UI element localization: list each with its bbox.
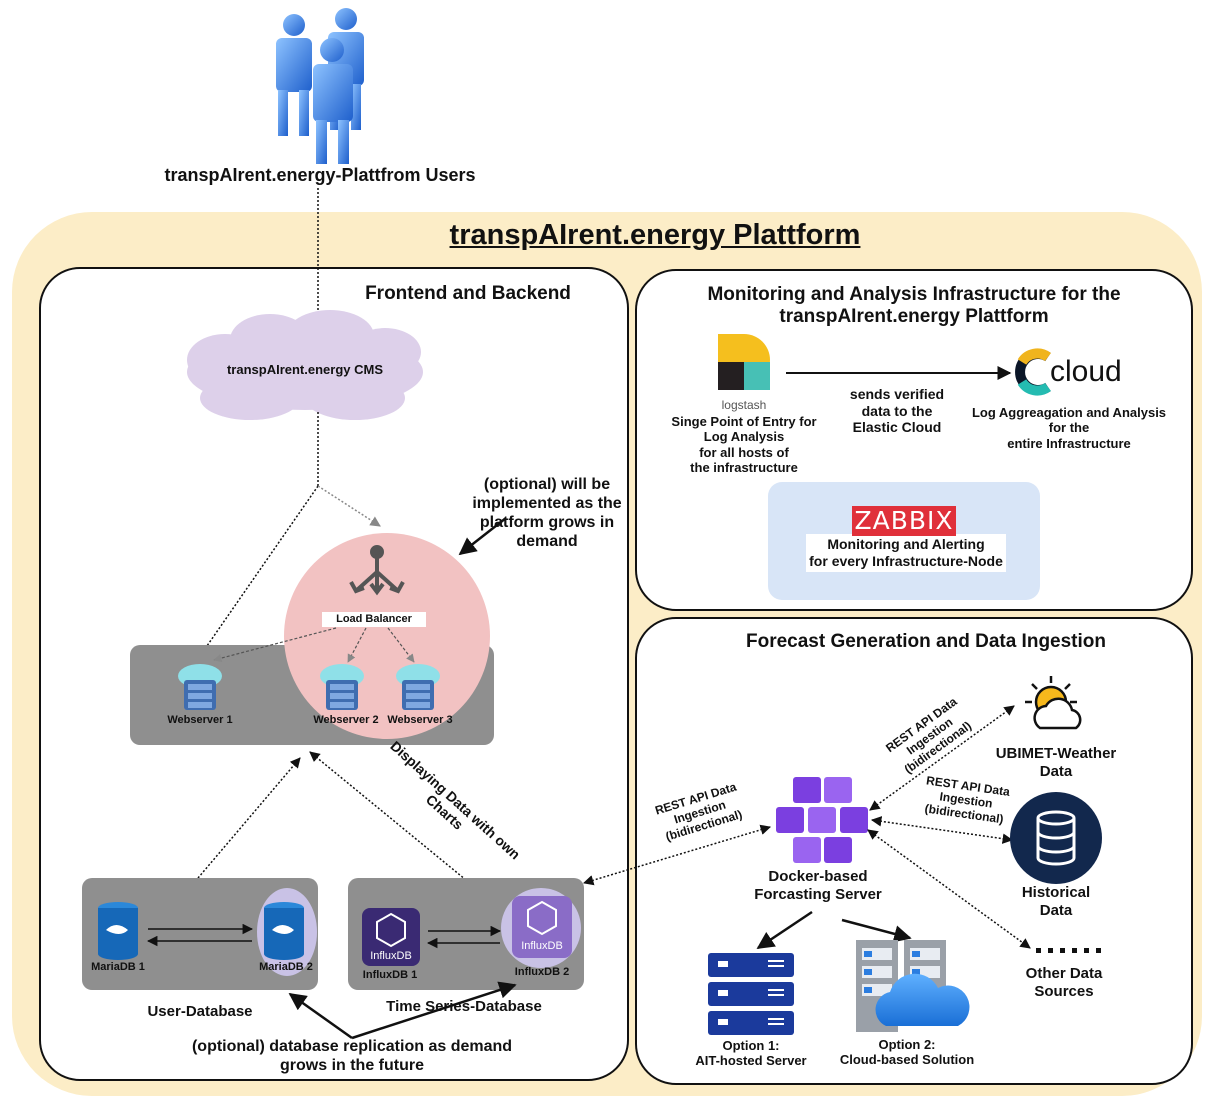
cms-label: transpAIrent.energy CMS — [226, 362, 384, 377]
users-icon — [276, 8, 364, 164]
option-1-label: Option 1: AIT-hosted Server — [695, 1038, 807, 1069]
influxdb-2-logo-text: InfluxDB — [521, 940, 563, 952]
timeseries-database-label: Time Series-Database — [386, 998, 542, 1015]
docker-icon — [776, 777, 868, 863]
elastic-cloud-name: cloud — [1050, 355, 1122, 388]
mariadb-2-label: MariaDB 2 — [259, 961, 313, 973]
load-balancer-area — [284, 533, 490, 739]
webserver-2-label: Webserver 2 — [313, 714, 379, 726]
user-database-group — [82, 878, 318, 990]
source-historical-label: Historical Data — [1021, 884, 1091, 919]
monitoring-title: Monitoring and Analysis Infrastructure f… — [707, 284, 1121, 328]
elastic-cloud-icon — [1015, 348, 1051, 396]
webserver-icon — [178, 664, 440, 710]
arrow-label: sends verified data to the Elastic Cloud — [849, 386, 945, 436]
zabbix-icon: ZABBIX — [852, 506, 956, 536]
mariadb-1-label: MariaDB 1 — [91, 961, 145, 973]
forecast-title: Forecast Generation and Data Ingestion — [745, 631, 1107, 652]
user-database-label: User-Database — [147, 1003, 253, 1020]
webserver-1-label: Webserver 1 — [167, 714, 233, 726]
logstash-icon — [718, 334, 770, 390]
load-balancer-icon — [349, 545, 405, 596]
source-weather-label: UBIMET-Weather Data — [995, 745, 1117, 780]
source-other-label: Other Data Sources — [1025, 965, 1103, 1000]
influxdb-1-label: InfluxDB 1 — [362, 969, 418, 981]
cloud-server-icon — [856, 940, 970, 1032]
mariadb-icon — [98, 902, 304, 960]
zabbix-description: Monitoring and Alerting for every Infras… — [809, 536, 1003, 569]
replication-note: (optional) database replication as deman… — [191, 1038, 513, 1074]
more-dots-icon — [1036, 948, 1101, 953]
webserver-3-label: Webserver 3 — [387, 714, 453, 726]
platform-title: transpAIrent.energy Plattform — [449, 219, 861, 251]
database-icon — [1010, 792, 1102, 884]
influxdb-1-logo-text: InfluxDB — [370, 950, 412, 962]
frontend-title: Frontend and Backend — [365, 283, 571, 304]
server-rack-icon — [708, 953, 794, 1035]
forecast-server-label: Docker-based Forcasting Server — [754, 868, 882, 903]
option-2-label: Option 2: Cloud-based Solution — [839, 1037, 975, 1068]
optional-note: (optional) will be implemented as the pl… — [472, 476, 622, 550]
users-label: transpAIrent.energy-Plattfrom Users — [164, 165, 476, 185]
logstash-description: Singe Point of Entry for Log Analysis fo… — [671, 414, 817, 475]
load-balancer-label: Load Balancer — [322, 612, 426, 627]
cloud-icon — [187, 310, 423, 420]
cloud-description: Log Aggreagation and Analysis for the en… — [971, 405, 1167, 451]
logstash-name: logstash — [721, 398, 767, 412]
weather-icon — [1025, 676, 1082, 730]
influxdb-2-label: InfluxDB 2 — [514, 966, 570, 978]
influxdb-icon — [362, 896, 572, 966]
